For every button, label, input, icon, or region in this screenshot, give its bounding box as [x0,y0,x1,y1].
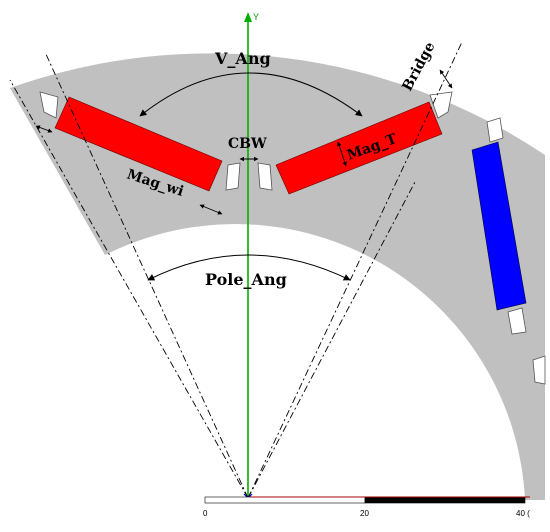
mag-wi-dim-left [35,125,53,133]
scale-tick-20: 20 [360,509,369,518]
label-v-ang: V_Ang [214,49,271,68]
air-pocket-center-left [225,162,241,191]
label-pole-ang: Pole_Ang [205,270,287,289]
y-axis: Y [244,12,259,498]
dimension-markers [35,69,453,215]
y-axis-label: Y [253,12,259,22]
mag-wi-dim [199,204,223,215]
scale-tick-0: 0 [203,509,208,518]
mag-t-dim [337,141,347,167]
scale-tick-40: 40 ( [516,509,530,518]
air-pocket-far-upper [486,117,504,143]
air-pocket-far-lower [507,307,527,335]
left-magnet [54,96,223,192]
v-ang-arc [139,72,363,117]
air-pockets [39,91,546,385]
label-bridge: Bridge [399,39,438,93]
right-magnet [275,101,443,195]
lamination-body [10,53,545,501]
air-pocket-edge [532,355,546,385]
air-pocket-left [39,91,59,119]
construction-lines [9,41,463,499]
scale-segment-dark [364,496,526,504]
bridge-dim [439,69,453,89]
magnet-line-right [247,41,463,499]
pole-ang-arc [147,254,351,281]
magnet-line-left [44,51,249,499]
scale-bar: 0 20 40 ( [203,496,530,518]
label-cbw: CBW [228,136,267,152]
adjacent-pole-magnet [471,141,527,311]
pole-line-left [9,79,249,499]
scale-segment-white [204,496,366,504]
air-pocket-center-right [257,162,273,191]
